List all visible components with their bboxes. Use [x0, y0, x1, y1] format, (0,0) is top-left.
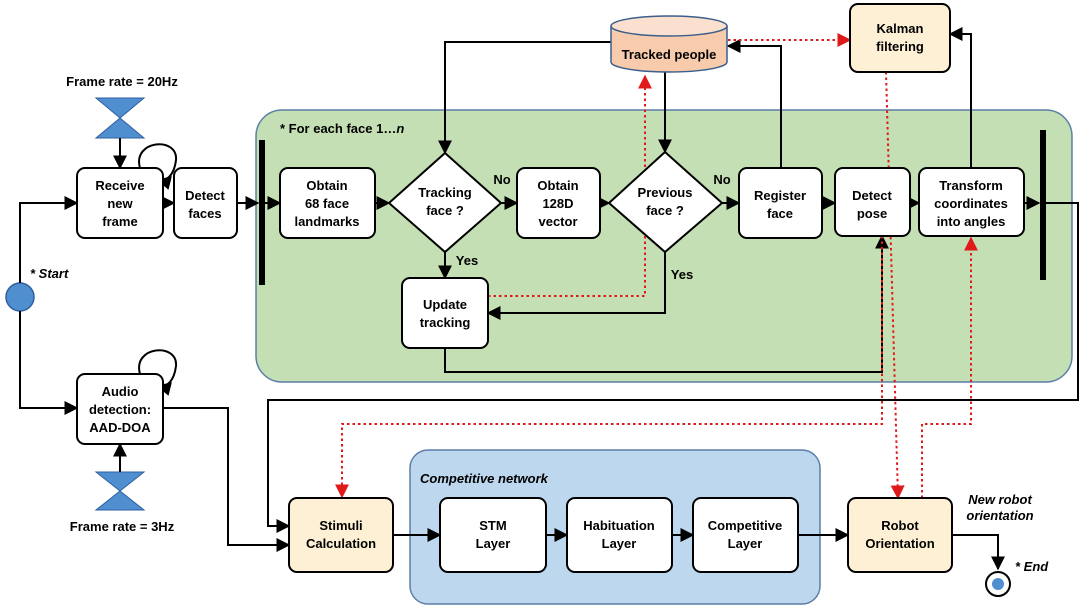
end-label: * End — [1015, 559, 1049, 574]
arrow-start-receive — [19, 196, 79, 283]
yes-label-previous: Yes — [671, 267, 693, 282]
arrow-transform-kalman — [948, 27, 972, 168]
start-label: * Start — [30, 266, 69, 281]
arrow-audio-stimuli — [163, 407, 291, 552]
end-node-inner — [992, 578, 1004, 590]
no-label-tracking: No — [493, 172, 510, 187]
sync-bar-left — [259, 140, 265, 285]
hourglass-top-icon — [94, 97, 146, 139]
start-node — [5, 282, 35, 312]
arrow-bar-stimuli — [267, 202, 1079, 533]
frame-rate-bottom-label: Frame rate = 3Hz — [70, 519, 175, 534]
self-loop-receive — [138, 143, 178, 190]
node-tracked-people-database: Tracked people — [610, 15, 728, 73]
sync-bar-right — [1040, 130, 1046, 280]
arrow-register-db — [726, 39, 782, 168]
hourglass-bottom-icon — [94, 471, 146, 511]
no-label-previous: No — [713, 172, 730, 187]
loop-label: * For each face 1…n — [280, 121, 404, 136]
dotted-update-db — [488, 74, 652, 297]
arrow-robot-end — [952, 534, 1005, 571]
frame-rate-top-label: Frame rate = 20Hz — [66, 74, 178, 89]
yes-label-tracking: Yes — [456, 253, 478, 268]
dotted-pose-stimuli — [335, 236, 883, 499]
competitive-network-label: Competitive network — [420, 471, 549, 486]
arrow-db-tracking — [438, 41, 611, 155]
arrow-previous-update — [486, 252, 666, 320]
self-loop-audio — [138, 349, 178, 396]
dotted-robot-transform — [921, 236, 978, 498]
arrow-start-audio — [19, 311, 79, 415]
svg-text:Tracked people: Tracked people — [622, 47, 717, 62]
